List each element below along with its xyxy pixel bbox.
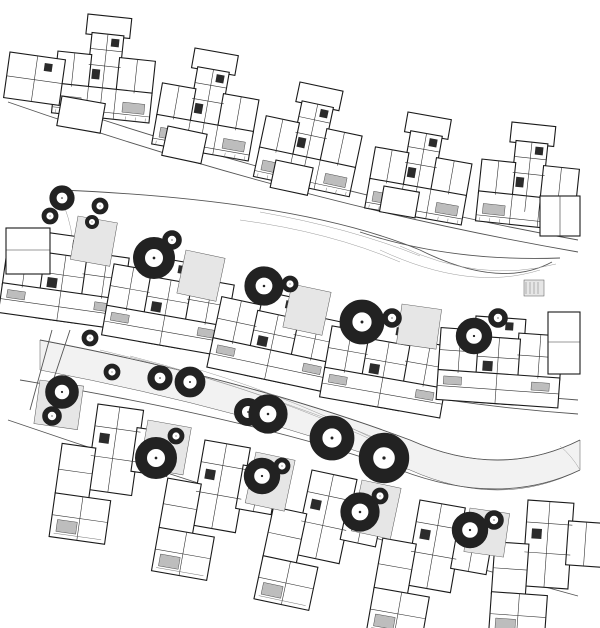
- building-block: [2, 51, 67, 106]
- level-ground: [7, 330, 600, 628]
- level-upper: [2, 10, 585, 253]
- building-block: [252, 76, 371, 198]
- building-block: [435, 313, 565, 409]
- level-middle: [0, 189, 581, 419]
